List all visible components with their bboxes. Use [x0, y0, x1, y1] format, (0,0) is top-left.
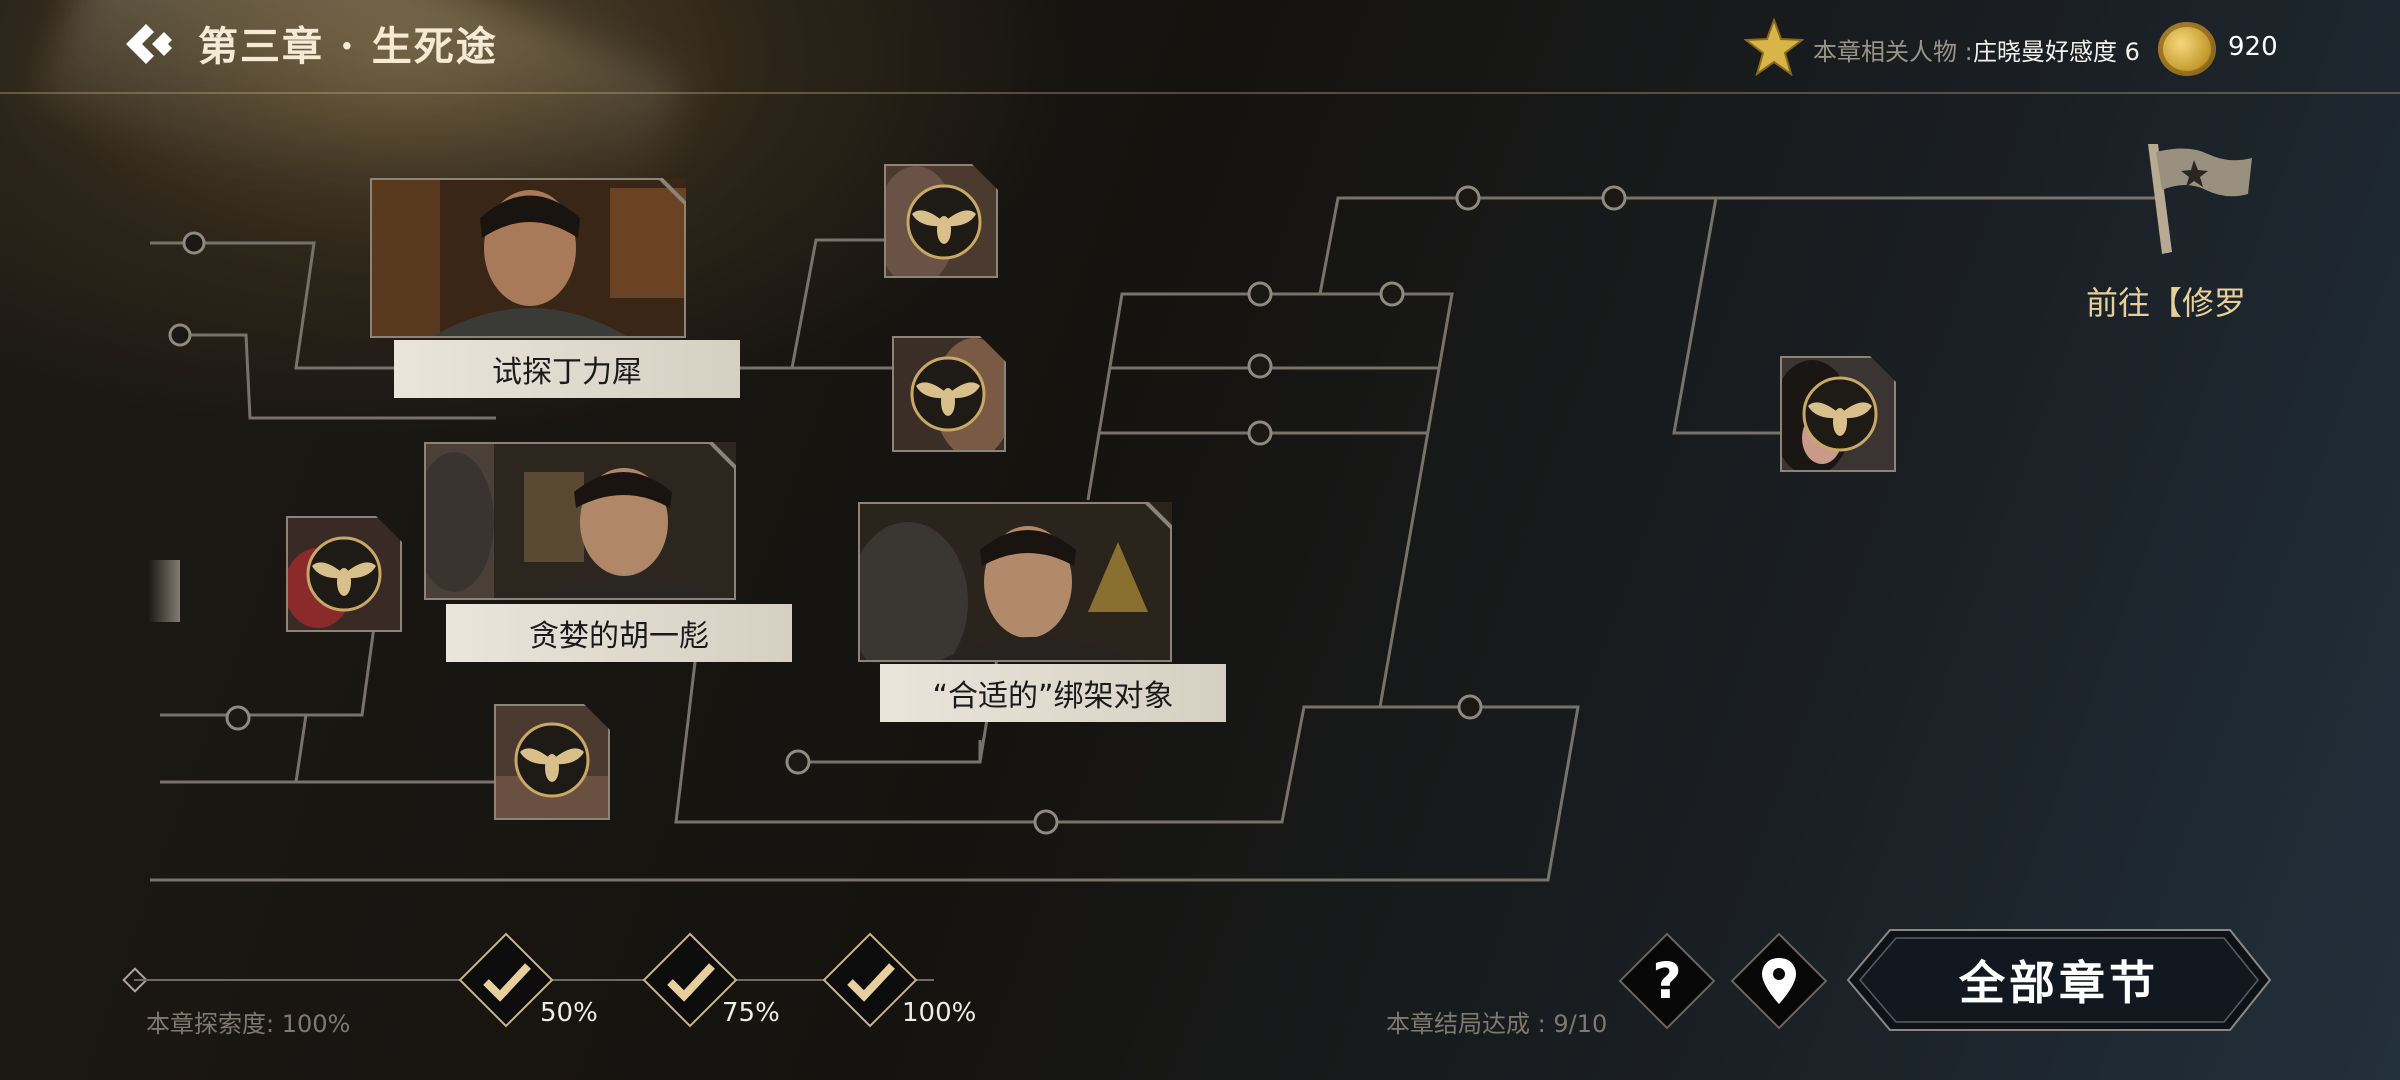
node-caption-3: “合适的”绑架对象 — [880, 664, 1226, 722]
moth-emblem-icon — [1782, 358, 1894, 470]
chapter-title: 第三章 · 生死途 — [198, 23, 498, 70]
milestone-50: 50% — [540, 998, 598, 1028]
all-chapters-button-bg — [1846, 929, 2272, 1031]
check-icon — [642, 932, 738, 1028]
moth-emblem-icon — [496, 706, 608, 818]
check-icon — [458, 932, 554, 1028]
story-node-3[interactable] — [858, 502, 1172, 662]
location-pin-icon[interactable] — [1730, 932, 1828, 1030]
flag-icon[interactable] — [2148, 144, 2252, 254]
coin-icon — [2158, 22, 2216, 76]
side-tab-handle[interactable] — [148, 560, 180, 622]
exploration-label: 本章探索度: 100% — [146, 1010, 351, 1038]
ending-progress-label: 本章结局达成 : 9/10 — [1386, 1010, 1608, 1038]
locked-node[interactable] — [286, 516, 402, 632]
all-chapters-button[interactable]: 全部章节 — [1959, 956, 2159, 1010]
moth-emblem-icon — [894, 338, 1004, 450]
related-character-label: 本章相关人物 : — [1813, 38, 1973, 66]
svg-text:?: ? — [1652, 952, 1681, 1010]
moth-emblem-icon — [288, 518, 400, 630]
locked-node[interactable] — [1780, 356, 1896, 472]
top-bar: 第三章 · 生死途 本章相关人物 : 庄晓曼好感度 6 920 — [0, 0, 2400, 94]
question-icon[interactable]: ? — [1618, 932, 1716, 1030]
affinity-value: 庄晓曼好感度 6 — [1973, 38, 2140, 66]
goto-next-chapter-link[interactable]: 前往【修罗 — [2086, 284, 2247, 322]
node-caption-2: 贪婪的胡一彪 — [446, 604, 792, 662]
moth-emblem-icon — [886, 166, 996, 276]
coin-count: 920 — [2228, 32, 2278, 62]
story-node-1[interactable] — [370, 178, 686, 338]
milestone-100: 100% — [902, 998, 977, 1028]
story-node-2[interactable] — [424, 442, 736, 600]
locked-node[interactable] — [884, 164, 998, 278]
scene-image — [424, 442, 736, 600]
back-chevron-icon[interactable] — [124, 22, 174, 66]
locked-node[interactable] — [494, 704, 610, 820]
locked-node[interactable] — [892, 336, 1006, 452]
milestone-75: 75% — [722, 998, 780, 1028]
star-icon — [1744, 18, 1804, 76]
check-icon — [822, 932, 918, 1028]
scene-image — [370, 178, 686, 338]
node-caption-1: 试探丁力犀 — [394, 340, 740, 398]
scene-image — [858, 502, 1172, 662]
